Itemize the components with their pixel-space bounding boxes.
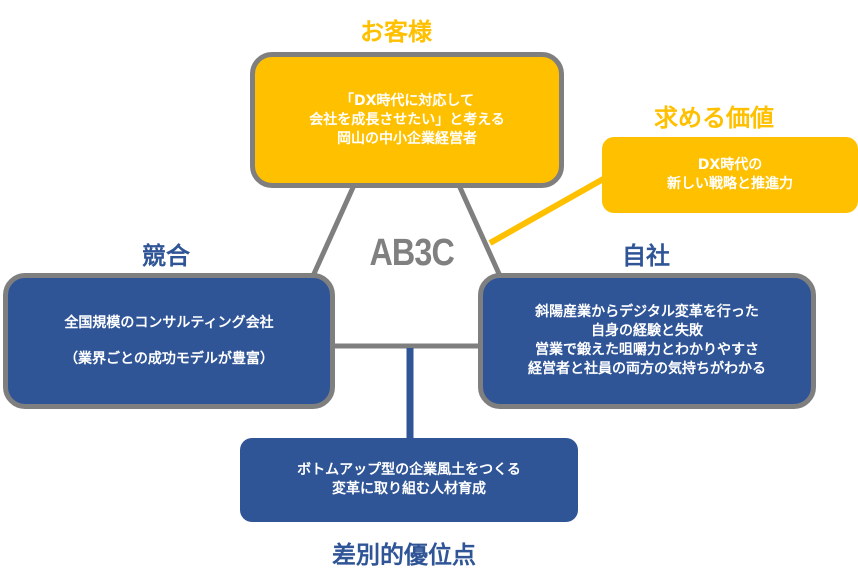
value-line: DX時代の bbox=[697, 157, 763, 173]
competitor-line: （業界ごとの成功モデルが豊富） bbox=[64, 351, 274, 367]
connector-customer-self bbox=[455, 181, 503, 278]
connector-customer-competitor bbox=[310, 181, 358, 278]
self-line: 営業で鍛えた咀嚼力とわかりやすさ bbox=[535, 342, 759, 358]
differentiation-line: ボトムアップ型の企業風土をつくる bbox=[297, 462, 521, 478]
value-box: DX時代の 新しい戦略と推進力 bbox=[602, 137, 858, 213]
customer-line: 岡山の中小企業経営者 bbox=[337, 130, 477, 147]
self-box: 斜陽産業からデジタル変革を行った 自身の経験と失敗 営業で鍛えた咀嚼力とわかりや… bbox=[478, 273, 816, 409]
center-label: AB3C bbox=[369, 232, 455, 274]
customer-line: 会社を成長させたい」と考える bbox=[309, 111, 505, 128]
differentiation-heading: 差別的優位点 bbox=[332, 541, 476, 569]
value-line: 新しい戦略と推進力 bbox=[667, 176, 793, 192]
differentiation-box: ボトムアップ型の企業風土をつくる 変革に取り組む人材育成 bbox=[240, 438, 578, 522]
self-line: 自身の経験と失敗 bbox=[591, 323, 703, 339]
customer-line: 「DX時代に対応して bbox=[340, 92, 474, 109]
competitor-line: 全国規模のコンサルティング会社 bbox=[64, 315, 274, 331]
self-line: 斜陽産業からデジタル変革を行った bbox=[535, 304, 759, 320]
competitor-heading: 競合 bbox=[142, 242, 190, 270]
differentiation-line: 変革に取り組む人材育成 bbox=[332, 481, 486, 497]
connector-value bbox=[488, 175, 607, 246]
customer-box: 「DX時代に対応して 会社を成長させたい」と考える 岡山の中小企業経営者 bbox=[250, 52, 564, 188]
competitor-box: 全国規模のコンサルティング会社 （業界ごとの成功モデルが豊富） bbox=[3, 273, 335, 409]
customer-heading: お客様 bbox=[360, 18, 432, 46]
value-heading: 求める価値 bbox=[654, 104, 774, 132]
self-heading: 自社 bbox=[622, 242, 670, 270]
self-line: 経営者と社員の両方の気持ちがわかる bbox=[528, 361, 766, 377]
